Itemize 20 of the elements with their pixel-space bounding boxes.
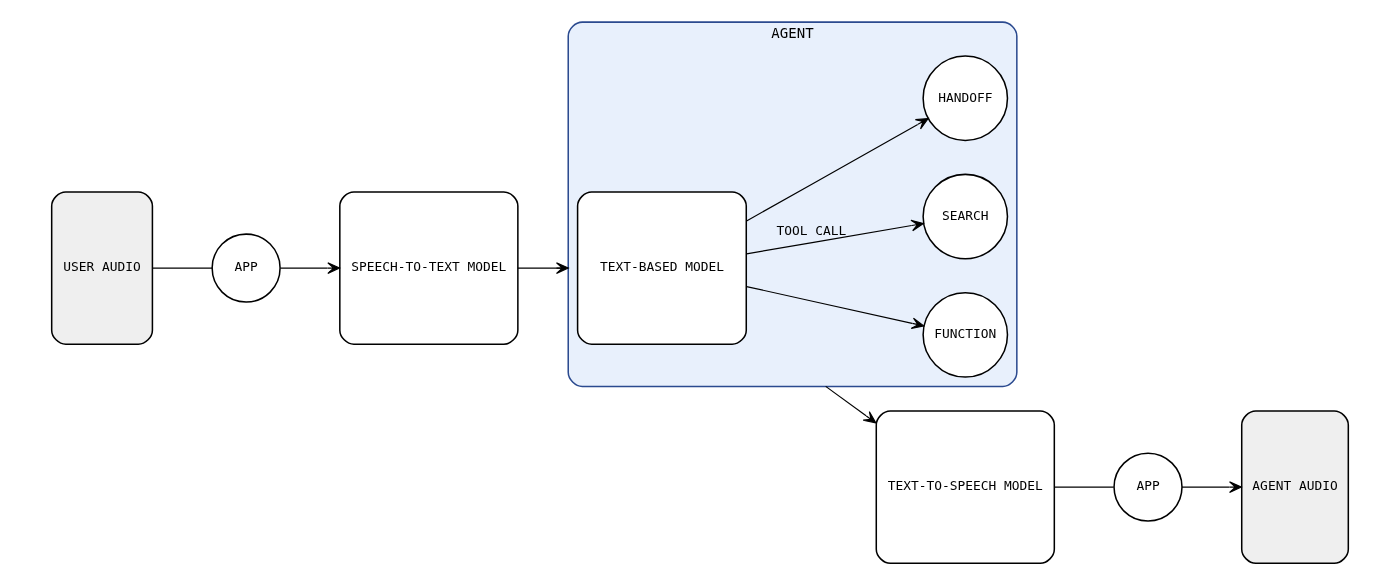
- arrow: [517, 262, 569, 274]
- node-circle: SEARCH: [922, 173, 1009, 260]
- connector: [152, 267, 213, 269]
- node-circle: APP: [211, 233, 281, 303]
- node-box: TEXT-BASED MODEL: [576, 191, 748, 345]
- arrow: [825, 385, 877, 424]
- edge-label: TOOL CALL: [776, 223, 847, 239]
- node-circle: HANDOFF: [922, 55, 1009, 142]
- node-circle: FUNCTION: [922, 291, 1009, 378]
- arrow: [279, 262, 341, 274]
- arrow: [1181, 481, 1242, 493]
- arrow: [745, 286, 925, 330]
- node-box: USER AUDIO: [50, 191, 154, 345]
- node-box: AGENT AUDIO: [1240, 410, 1350, 564]
- node-box: SPEECH-TO-TEXT MODEL: [339, 191, 519, 345]
- arrow: [745, 219, 924, 255]
- arrow: [745, 117, 929, 222]
- connector: [1053, 486, 1115, 488]
- node-box: TEXT-TO-SPEECH MODEL: [875, 410, 1056, 564]
- node-circle: APP: [1113, 452, 1183, 522]
